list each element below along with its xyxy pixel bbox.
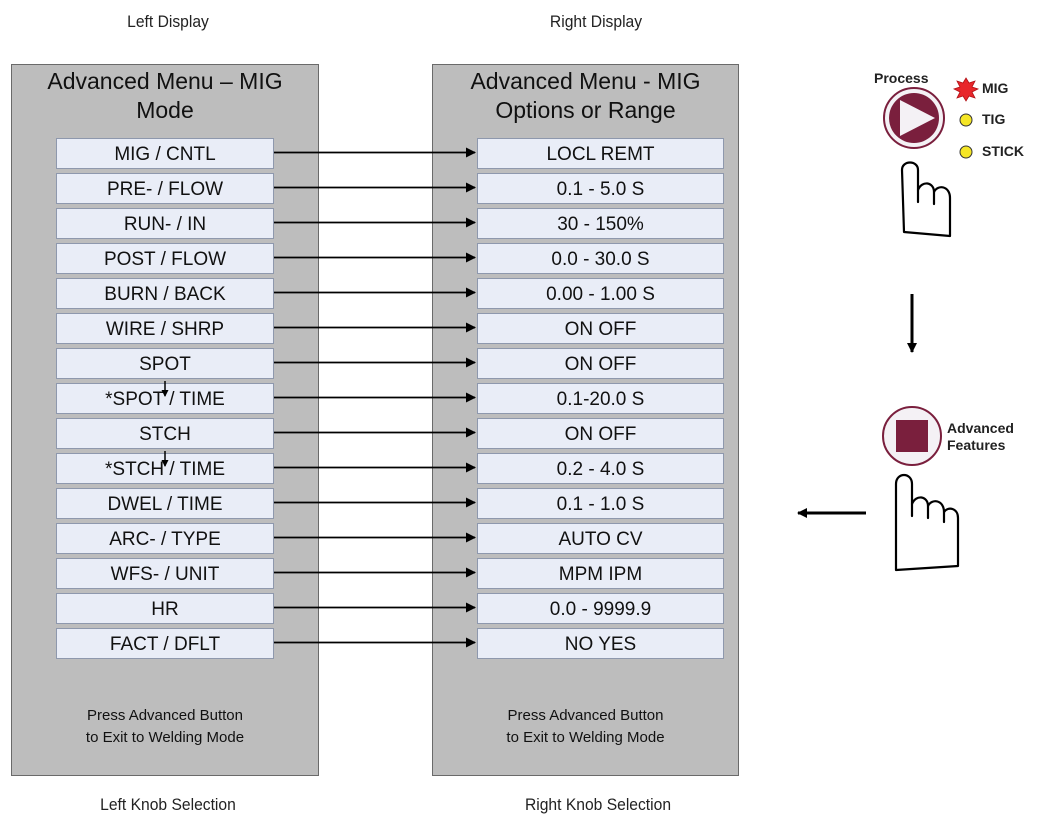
right-panel-title: Advanced Menu - MIG Options or Range xyxy=(433,67,738,125)
mig-mode-label: MIG xyxy=(982,80,1009,96)
right-option-item: 0.0 - 9999.9 xyxy=(477,593,724,624)
right-option-item: 0.2 - 4.0 S xyxy=(477,453,724,484)
right-display-caption: Right Display xyxy=(549,12,643,31)
left-panel-title: Advanced Menu – MIG Mode xyxy=(12,67,318,125)
right-option-item: 0.1-20.0 S xyxy=(477,383,724,414)
left-knob-caption: Left Knob Selection xyxy=(100,795,236,814)
right-option-item: NO YES xyxy=(477,628,724,659)
tig-mode-label: TIG xyxy=(982,111,1006,127)
left-menu-item: RUN- / IN xyxy=(56,208,274,239)
process-label: Process xyxy=(874,70,929,86)
right-option-item: 0.0 - 30.0 S xyxy=(477,243,724,274)
left-display-caption: Left Display xyxy=(127,12,209,31)
right-knob-caption: Right Knob Selection xyxy=(524,795,672,814)
right-option-item: ON OFF xyxy=(477,313,724,344)
left-footer-line1: Press Advanced Button xyxy=(87,707,243,724)
left-menu-item: MIG / CNTL xyxy=(56,138,274,169)
left-menu-item: POST / FLOW xyxy=(56,243,274,274)
right-panel-title-line1: Advanced Menu - MIG xyxy=(470,68,701,94)
left-menu-item: WIRE / SHRP xyxy=(56,313,274,344)
left-menu-item: WFS- / UNIT xyxy=(56,558,274,589)
right-option-item: AUTO CV xyxy=(477,523,724,554)
right-display-panel: Advanced Menu - MIG Options or Range LOC… xyxy=(432,64,739,776)
right-option-item: 30 - 150% xyxy=(477,208,724,239)
stick-mode-label: STICK xyxy=(982,143,1024,159)
connector-arrows xyxy=(274,147,476,648)
right-panel-title-line2: Options or Range xyxy=(495,97,676,123)
right-panel-footer: Press Advanced Button to Exit to Welding… xyxy=(433,705,738,749)
advanced-features-label: Advanced Features xyxy=(947,420,1014,454)
left-menu-item: STCH xyxy=(56,418,274,449)
right-option-item: 0.1 - 1.0 S xyxy=(477,488,724,519)
tig-led xyxy=(959,113,973,127)
left-menu-item: FACT / DFLT xyxy=(56,628,274,659)
left-panel-title-line1: Advanced Menu – MIG xyxy=(47,68,283,94)
stop-square-icon xyxy=(896,420,928,452)
right-option-item: MPM IPM xyxy=(477,558,724,589)
left-menu-item: ARC- / TYPE xyxy=(56,523,274,554)
left-menu-item: SPOT xyxy=(56,348,274,379)
left-menu-item: PRE- / FLOW xyxy=(56,173,274,204)
left-menu-item: HR xyxy=(56,593,274,624)
play-icon xyxy=(900,100,935,136)
right-footer-line1: Press Advanced Button xyxy=(507,707,664,724)
left-footer-line2: to Exit to Welding Mode xyxy=(85,729,245,746)
right-options-list: LOCL REMT 0.1 - 5.0 S 30 - 150% 0.0 - 30.0 … xyxy=(477,138,724,663)
process-button[interactable] xyxy=(883,87,945,149)
right-option-item: ON OFF xyxy=(477,348,724,379)
stick-led xyxy=(959,145,973,159)
mig-led xyxy=(952,77,980,102)
left-panel-footer: Press Advanced Button to Exit to Welding… xyxy=(12,705,318,749)
left-menu-item: BURN / BACK xyxy=(56,278,274,309)
right-footer-line2: to Exit to Welding Mode xyxy=(506,729,665,746)
advanced-features-button[interactable] xyxy=(882,406,942,466)
right-option-item: ON OFF xyxy=(477,418,724,449)
left-menu-item: DWEL / TIME xyxy=(56,488,274,519)
right-option-item: LOCL REMT xyxy=(477,138,724,169)
advanced-label-line2: Features xyxy=(947,437,1006,453)
pointing-hand-icon-2 xyxy=(894,473,960,572)
advanced-label-line1: Advanced xyxy=(947,420,1014,436)
right-option-item: 0.1 - 5.0 S xyxy=(477,173,724,204)
left-panel-title-line2: Mode xyxy=(136,97,194,123)
pointing-hand-icon xyxy=(900,161,952,238)
right-option-item: 0.00 - 1.00 S xyxy=(477,278,724,309)
